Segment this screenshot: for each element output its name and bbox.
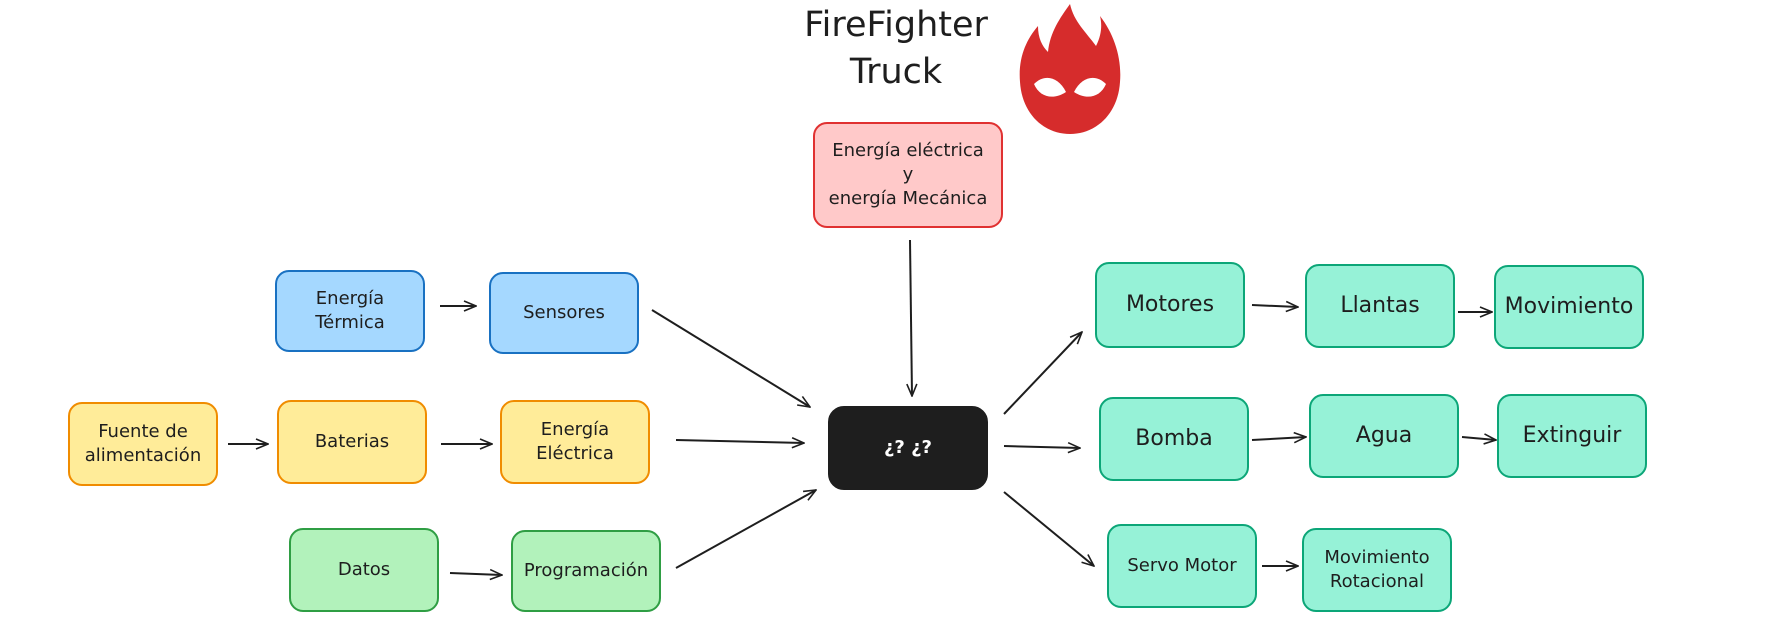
sensors-node[interactable]: Sensores [489, 272, 639, 354]
motors-node[interactable]: Motores [1095, 262, 1245, 348]
arrow-water-to-extinguish [1461, 437, 1496, 440]
diagram-title: FireFighter Truck [804, 5, 988, 92]
arrow-top-to-center [910, 239, 912, 396]
pump-node[interactable]: Bomba [1099, 397, 1249, 481]
batteries-node[interactable]: Baterias [277, 400, 427, 484]
data-node[interactable]: Datos [289, 528, 439, 612]
servo-motor-node[interactable]: Servo Motor [1107, 524, 1257, 608]
arrow-sensors-to-center [651, 309, 810, 407]
thermal-energy-node[interactable]: Energía Térmica [275, 270, 425, 352]
flame-mask-icon [1019, 4, 1121, 134]
arrow-motors-to-tires [1251, 305, 1298, 307]
center-node[interactable]: ¿? ¿? [828, 406, 988, 490]
arrow-center-to-motors [1003, 332, 1082, 415]
rotational-movement-node[interactable]: Movimiento Rotacional [1302, 528, 1452, 612]
electric-energy-node[interactable]: Energía Eléctrica [500, 400, 650, 484]
energy-top-node[interactable]: Energía eléctrica y energía Mecánica [813, 122, 1003, 228]
arrow-data-to-programming [449, 573, 502, 575]
arrow-programming-to-center [675, 490, 816, 569]
arrow-center-to-servo [1003, 491, 1094, 566]
arrow-center-to-pump [1003, 446, 1080, 448]
extinguish-node[interactable]: Extinguir [1497, 394, 1647, 478]
tires-node[interactable]: Llantas [1305, 264, 1455, 348]
arrow-group [228, 239, 1496, 575]
water-node[interactable]: Agua [1309, 394, 1459, 478]
arrow-electric-to-center [675, 440, 804, 443]
power-source-node[interactable]: Fuente de alimentación [68, 402, 218, 486]
arrow-pump-to-water [1251, 437, 1306, 440]
movement-node[interactable]: Movimiento [1494, 265, 1644, 349]
programming-node[interactable]: Programación [511, 530, 661, 612]
